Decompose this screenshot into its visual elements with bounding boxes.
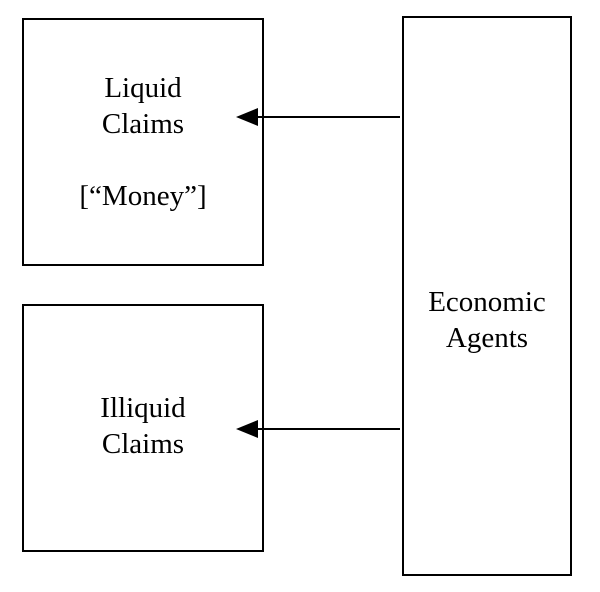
illiquid-claims-box: Illiquid Claims bbox=[22, 304, 264, 552]
liquid-claims-label-line1: Liquid bbox=[104, 72, 182, 104]
economic-agents-box: Economic Agents bbox=[402, 16, 572, 576]
illiquid-claims-label-line1: Illiquid bbox=[100, 392, 186, 424]
illiquid-claims-label-line2: Claims bbox=[101, 428, 185, 460]
liquid-claims-box: Liquid Claims [“Money”] bbox=[22, 18, 264, 266]
liquid-claims-label-line2: Claims bbox=[101, 108, 185, 140]
money-label: [“Money”] bbox=[79, 180, 207, 212]
economic-agents-label-line1: Economic bbox=[428, 286, 546, 318]
economic-agents-label-line2: Agents bbox=[445, 322, 529, 354]
